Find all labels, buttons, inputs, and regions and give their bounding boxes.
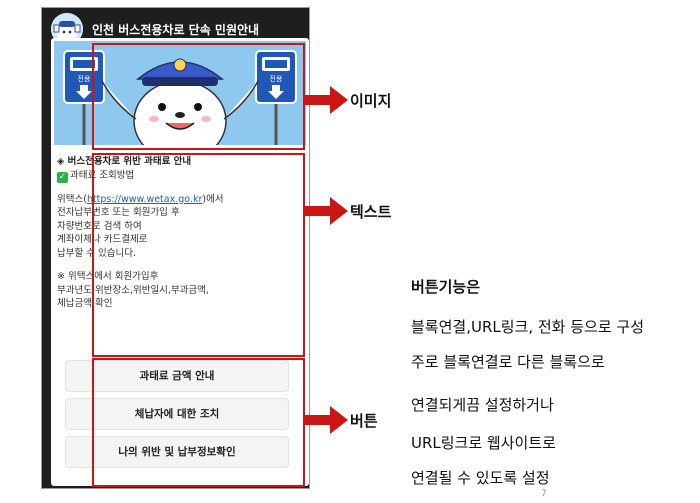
check-line: ✓과태료 조회방법 xyxy=(57,169,301,183)
image-annotation-label: 이미지 xyxy=(350,92,392,110)
description-line: URL링크로 웹사이트로 xyxy=(411,434,556,452)
text-annotation-label: 텍스트 xyxy=(350,203,392,221)
svg-text:전용: 전용 xyxy=(270,74,283,83)
text-highlight-box xyxy=(92,153,305,357)
card-image[interactable]: 전용 전용 xyxy=(54,41,306,145)
chat-title: 인천 버스전용차로 단속 민원안내 xyxy=(92,23,260,37)
card-heading: ◈ 버스전용차로 위반 과태료 안내 xyxy=(57,156,192,167)
delinquent-measures-button[interactable]: 체납자에 대한 조치 xyxy=(65,398,289,430)
button-highlight-box xyxy=(92,358,305,487)
wetax-link[interactable]: https://www.wetax.go.kr xyxy=(86,193,203,205)
body-line: 납부할 수 있습니다. xyxy=(57,247,136,259)
card-text: ◈ 버스전용차로 위반 과태료 안내 ✓과태료 조회방법 위택스(https:/… xyxy=(57,155,301,311)
arrow-right-icon xyxy=(304,197,348,225)
description-line: 블록연결,URL링크, 전화 등으로 구성 xyxy=(411,318,644,336)
description-title: 버튼기능은 xyxy=(411,278,481,296)
body-suffix: )에서 xyxy=(202,193,224,205)
arrow-right-icon xyxy=(304,406,348,434)
note-line: 부과년도,위반장소,위반일시,부과금액, xyxy=(57,284,209,296)
note-line: ※ 위택스에서 회원가입후 xyxy=(57,271,159,282)
svg-text:전용: 전용 xyxy=(78,74,91,83)
message-card: 전용 전용 ◈ 버스전용차로 위반 xyxy=(51,38,309,486)
my-violation-info-button[interactable]: 나의 위반 및 납부정보확인 xyxy=(65,436,289,468)
body-line: 전자납부번호 또는 회원가입 후 xyxy=(57,207,180,218)
fine-amount-button[interactable]: 과태료 금액 안내 xyxy=(65,360,289,392)
bus-lane-mascot-image: 전용 전용 xyxy=(54,41,306,145)
check-line-label: 과태료 조회방법 xyxy=(70,169,135,181)
body-line: 계좌이체나 카드결제로 xyxy=(57,234,148,245)
button-annotation-label: 버튼 xyxy=(350,412,378,430)
page-number: 7 xyxy=(541,489,547,499)
description-line: 주로 블록연결로 다른 블록으로 xyxy=(411,353,605,371)
check-mark-icon: ✓ xyxy=(57,171,68,183)
wetax-paragraph: 위택스(https://www.wetax.go.kr)에서 xyxy=(57,193,301,207)
body-line: 차량번호로 검색 하여 xyxy=(57,220,142,232)
description-line: 연결되게끔 설정하거나 xyxy=(411,396,554,414)
description-line: 연결될 수 있도록 설정 xyxy=(411,469,550,487)
arrow-right-icon xyxy=(304,86,348,114)
note-line: 체납금액 확인 xyxy=(57,298,113,309)
body-prefix: 위택스( xyxy=(57,193,87,205)
image-highlight-box xyxy=(92,43,305,150)
